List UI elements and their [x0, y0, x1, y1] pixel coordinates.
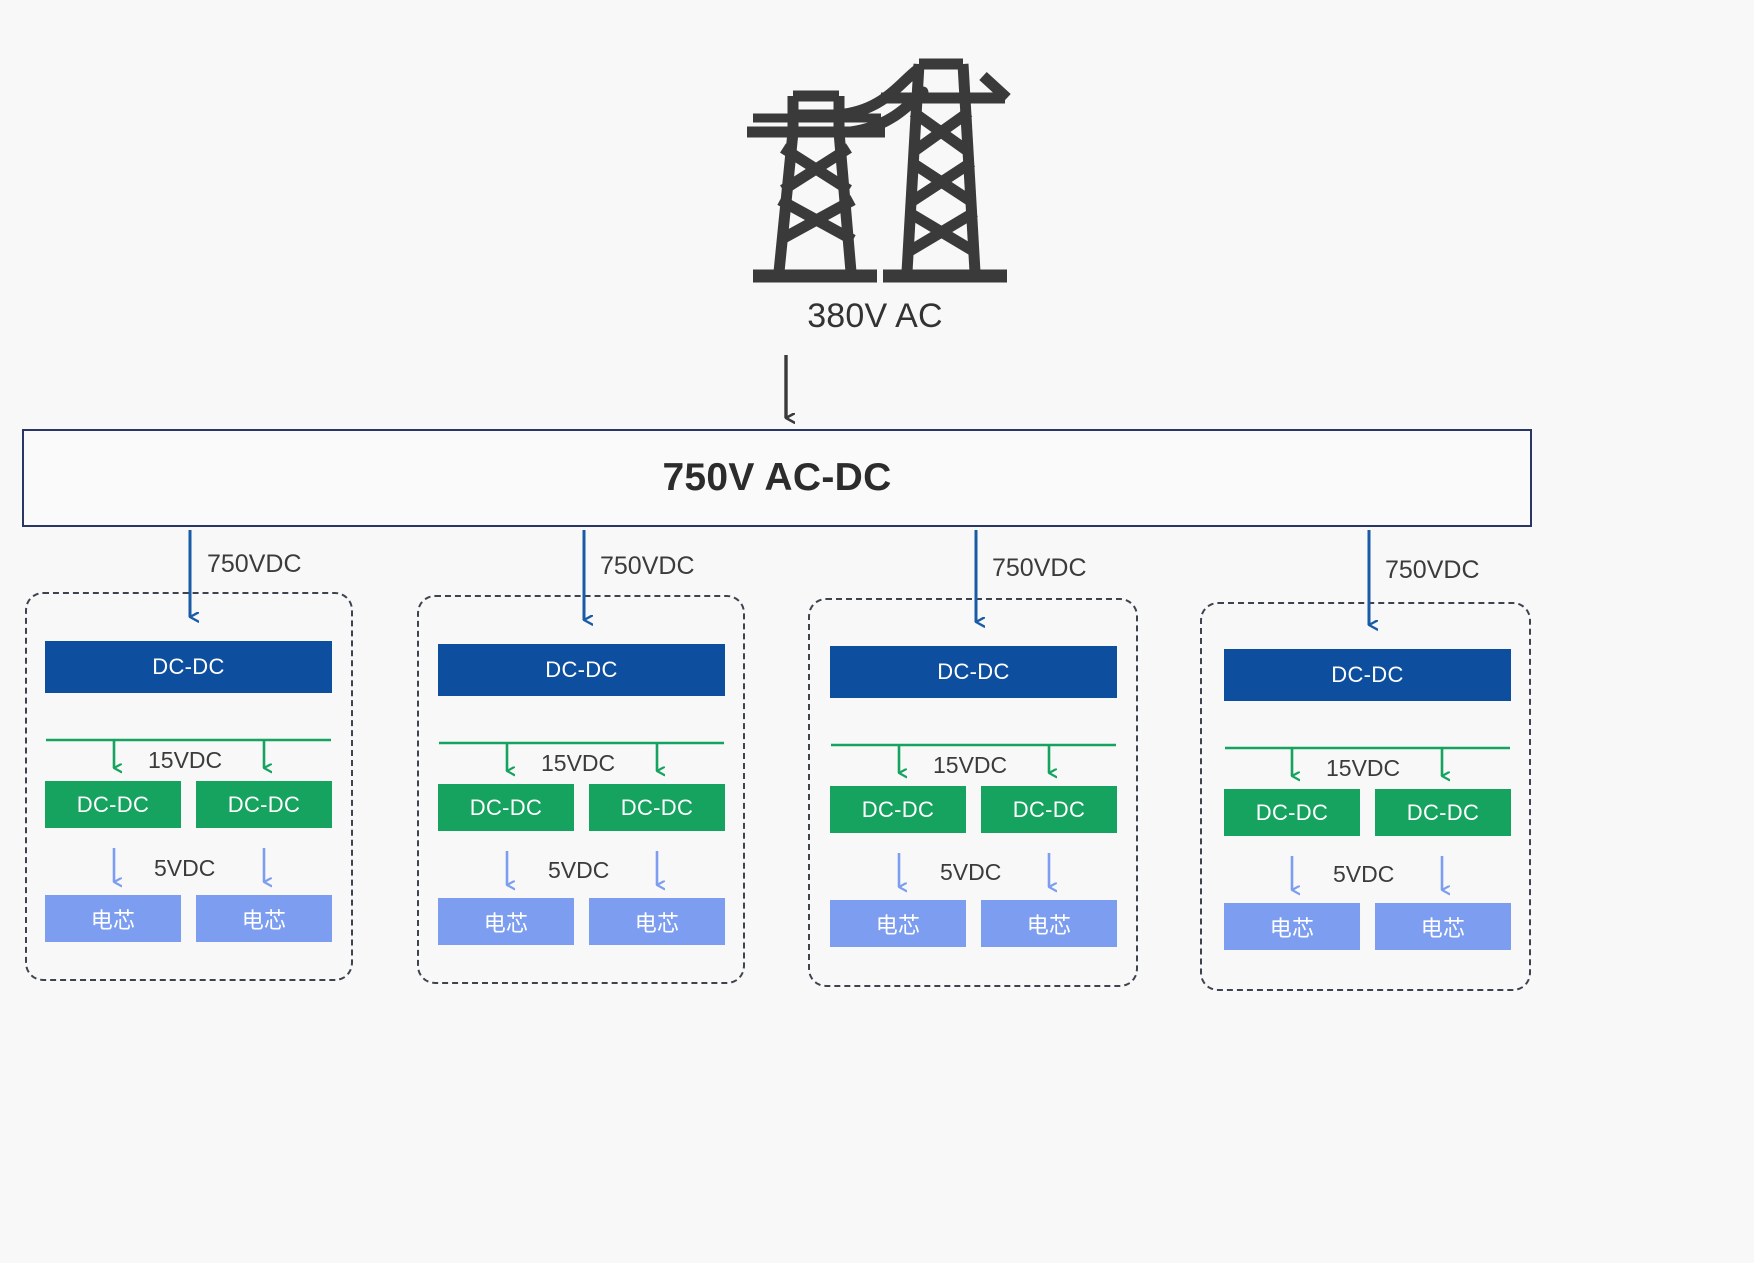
block-label: 电芯: [875, 912, 921, 938]
rack-group-4[interactable]: [1200, 602, 1531, 991]
rack1-cell-a[interactable]: 电芯: [45, 895, 181, 942]
rack2-bus-label: 15VDC: [541, 750, 616, 776]
rack3-cellfeed-label: 5VDC: [940, 859, 1002, 885]
rack3-dcdc-primary[interactable]: DC-DC: [830, 646, 1117, 698]
block-label: DC-DC: [152, 654, 225, 679]
block-label: DC-DC: [861, 796, 935, 822]
block-label: DC-DC: [1406, 799, 1480, 825]
rack2-cellfeed-label: 5VDC: [548, 857, 610, 883]
rack2-cell-b[interactable]: 电芯: [589, 898, 725, 945]
rack1-dcdc-secondary-a[interactable]: DC-DC: [45, 781, 181, 828]
rack4-bus-label: 15VDC: [1326, 755, 1401, 781]
rack4-cell-b[interactable]: 电芯: [1375, 903, 1511, 950]
block-label: DC-DC: [469, 794, 543, 820]
rack2-dcdc-secondary-b[interactable]: DC-DC: [589, 784, 725, 831]
rack4-dcdc-primary[interactable]: DC-DC: [1224, 649, 1511, 701]
block-label: 电芯: [1026, 912, 1072, 938]
block-label: 电芯: [1269, 915, 1315, 941]
rack3-dcdc-secondary-a[interactable]: DC-DC: [830, 786, 966, 833]
block-label: 电芯: [241, 907, 287, 933]
rack4-feeder-label: 750VDC: [1385, 556, 1480, 584]
block-label: DC-DC: [227, 791, 301, 817]
rack1-bus-label: 15VDC: [148, 747, 223, 773]
rack2-dcdc-secondary-a[interactable]: DC-DC: [438, 784, 574, 831]
rack3-cell-a[interactable]: 电芯: [830, 900, 966, 947]
block-label: DC-DC: [1331, 662, 1404, 687]
rectifier-label: 750V AC-DC: [662, 456, 892, 499]
rack2-dcdc-primary[interactable]: DC-DC: [438, 644, 725, 696]
rack3-bus-label: 15VDC: [933, 752, 1008, 778]
rack1-feeder-label: 750VDC: [207, 550, 302, 578]
block-label: DC-DC: [1012, 796, 1086, 822]
block-label: 电芯: [1420, 915, 1466, 941]
rack3-dcdc-secondary-b[interactable]: DC-DC: [981, 786, 1117, 833]
rack4-cellfeed-label: 5VDC: [1333, 861, 1395, 887]
block-label: 电芯: [483, 910, 529, 936]
source-voltage-label: 380V AC: [807, 297, 943, 335]
rack1-cell-b[interactable]: 电芯: [196, 895, 332, 942]
rack1-cellfeed-label: 5VDC: [154, 855, 216, 881]
rack1-dcdc-primary[interactable]: DC-DC: [45, 641, 332, 693]
rack2-feeder-label: 750VDC: [600, 552, 695, 580]
rack4-cell-a[interactable]: 电芯: [1224, 903, 1360, 950]
rack2-cell-a[interactable]: 电芯: [438, 898, 574, 945]
rectifier-box[interactable]: 750V AC-DC: [22, 429, 1532, 527]
rack3-feeder-label: 750VDC: [992, 554, 1087, 582]
rack4-dcdc-secondary-b[interactable]: DC-DC: [1375, 789, 1511, 836]
block-label: DC-DC: [1255, 799, 1329, 825]
block-label: DC-DC: [937, 659, 1010, 684]
block-label: 电芯: [90, 907, 136, 933]
rack1-dcdc-secondary-b[interactable]: DC-DC: [196, 781, 332, 828]
rack4-dcdc-secondary-a[interactable]: DC-DC: [1224, 789, 1360, 836]
block-label: DC-DC: [545, 657, 618, 682]
block-label: DC-DC: [76, 791, 150, 817]
block-label: 电芯: [634, 910, 680, 936]
rack-group-2[interactable]: [417, 595, 745, 984]
transmission-tower-icon: [735, 40, 1015, 290]
rack-group-3[interactable]: [808, 598, 1138, 987]
block-label: DC-DC: [620, 794, 694, 820]
rack3-cell-b[interactable]: 电芯: [981, 900, 1117, 947]
